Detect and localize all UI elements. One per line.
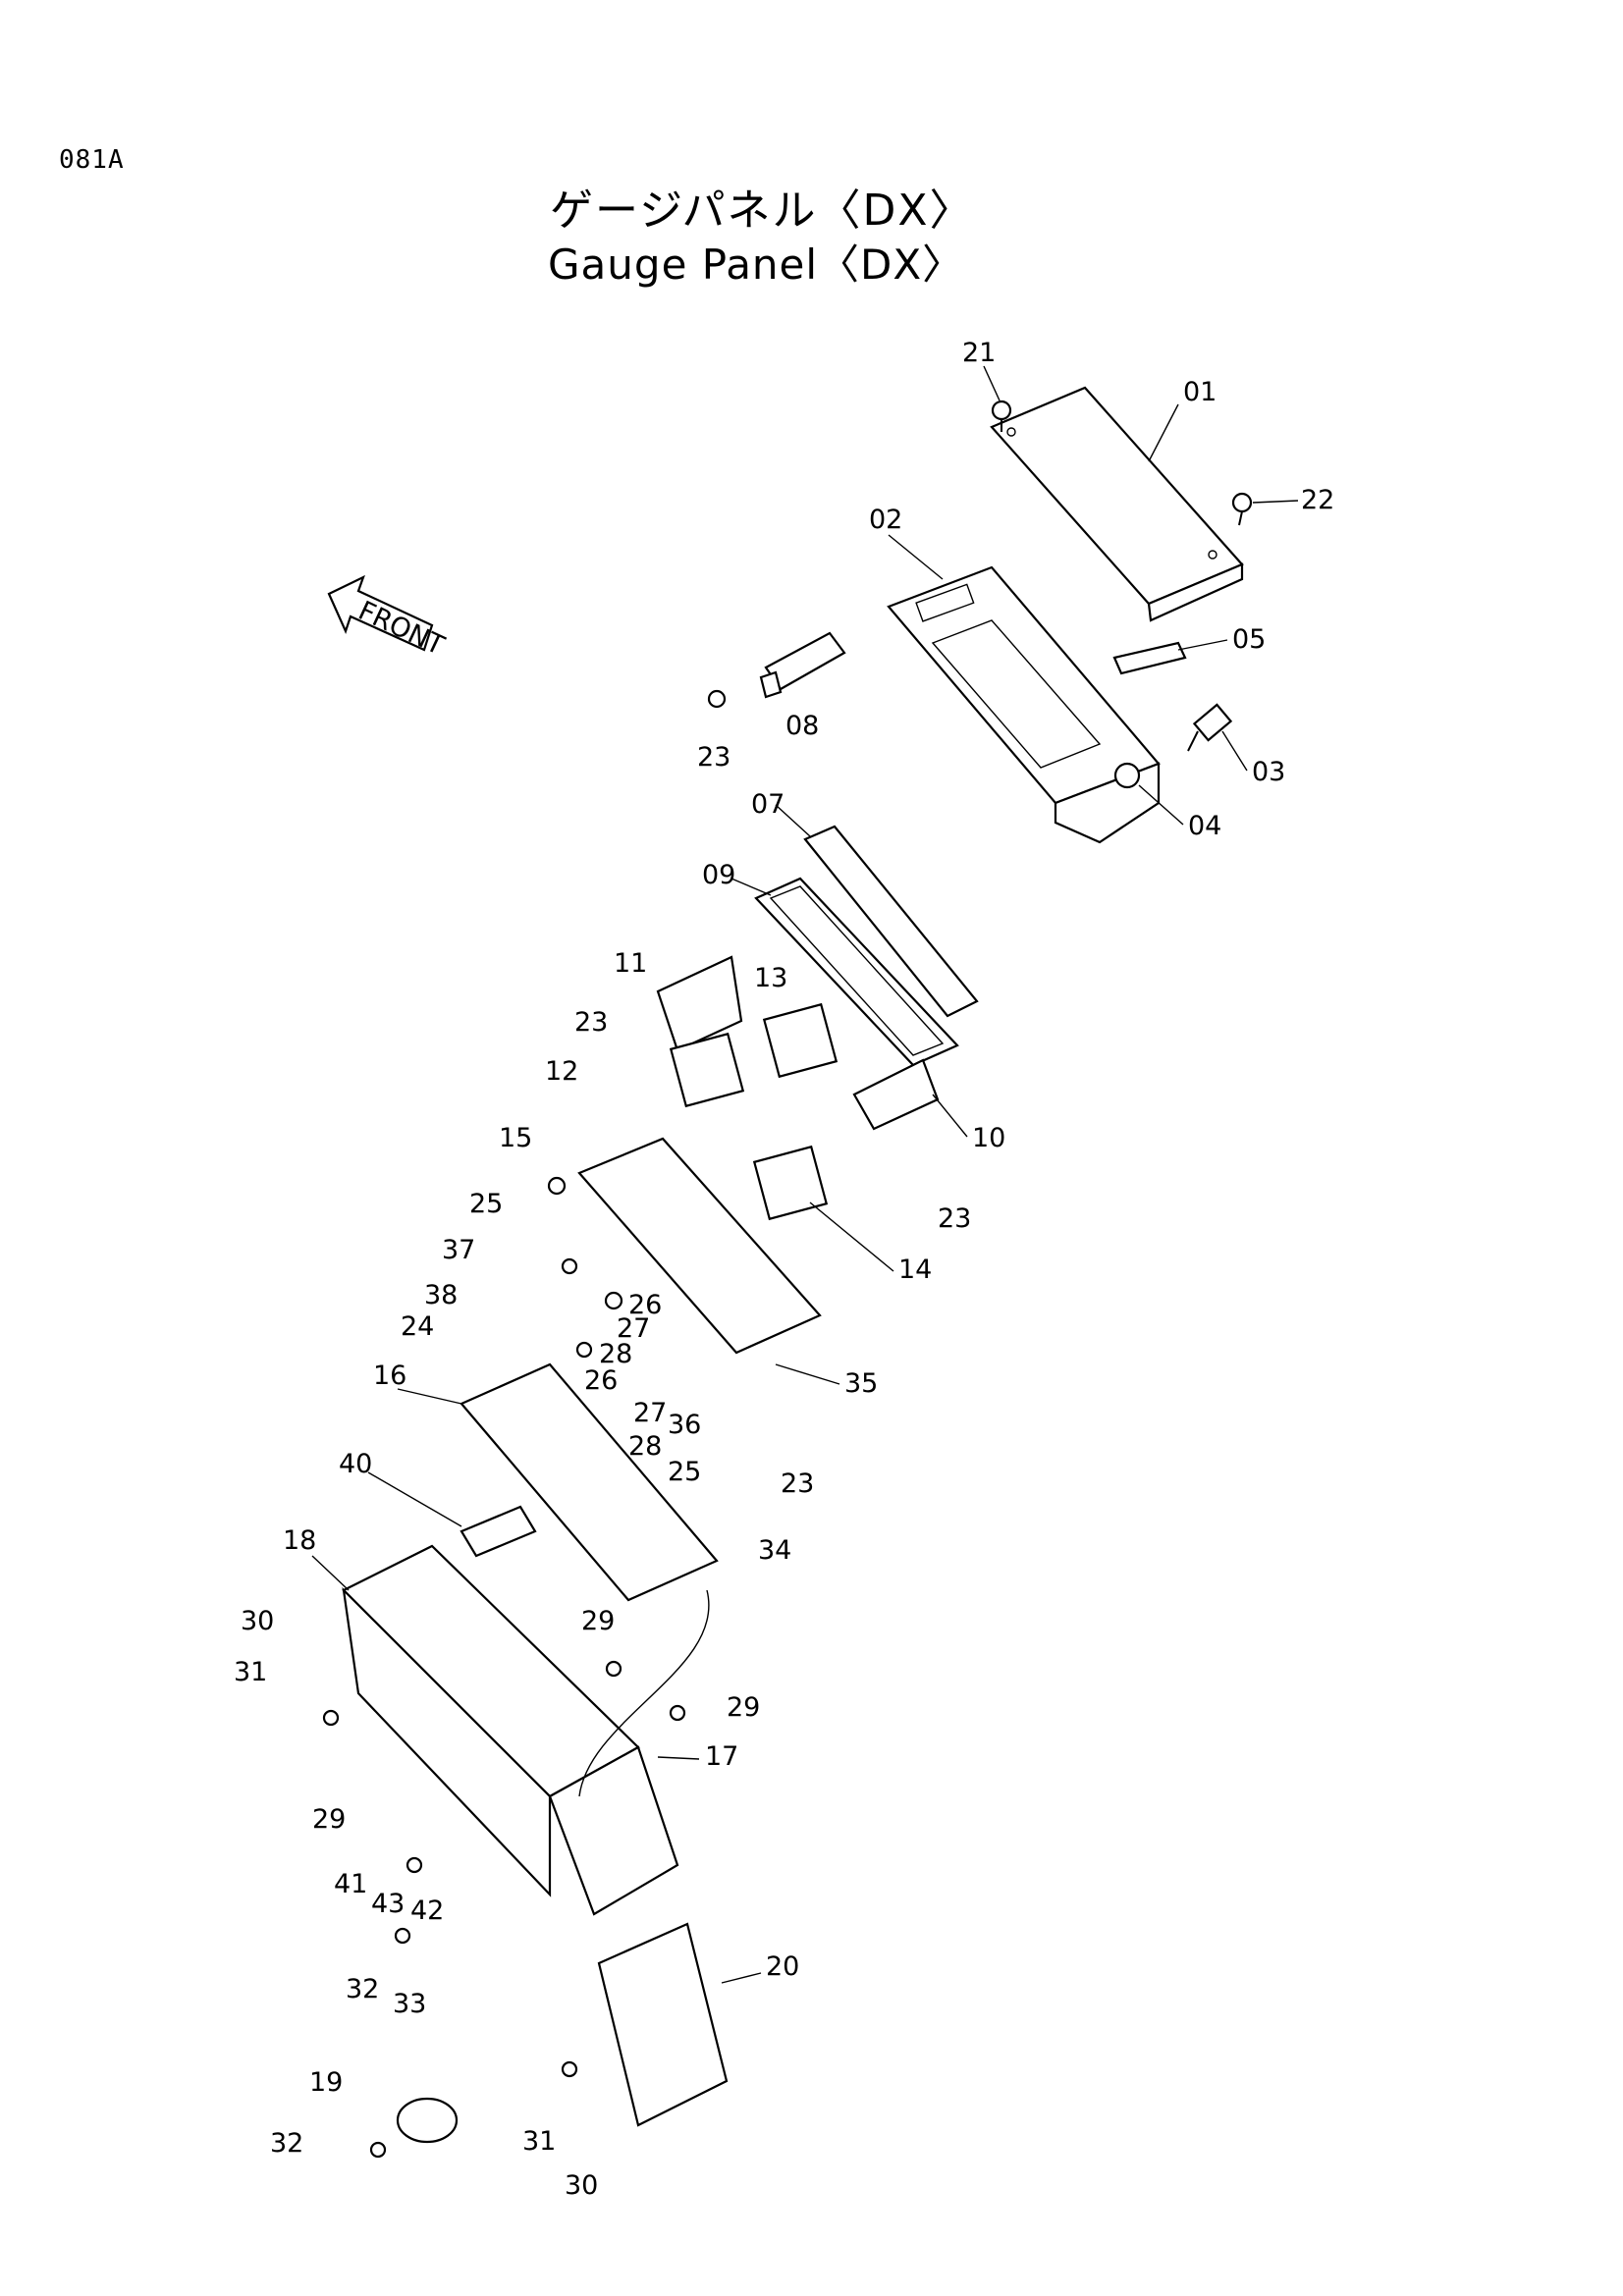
part-22-screw [1231, 492, 1253, 526]
front-arrow: FRONT [327, 574, 449, 662]
callout-13: 13 [754, 963, 787, 993]
callout-02: 02 [869, 505, 902, 535]
callout-28-a: 28 [599, 1339, 632, 1369]
callout-25-a: 25 [469, 1189, 503, 1219]
part-08-bracket [759, 631, 846, 699]
part-09-switch-housing [754, 877, 959, 1067]
callout-21: 21 [962, 338, 996, 368]
part-05-label [1112, 641, 1187, 675]
page-code: 081A [59, 145, 125, 175]
callout-33: 33 [393, 1989, 426, 2019]
title-japanese: ゲージパネル〈DX〉 [550, 186, 975, 236]
part-02-panel [887, 565, 1161, 844]
callout-10: 10 [972, 1123, 1005, 1153]
part-07-switch-strip [803, 825, 979, 1018]
callout-28-b: 28 [628, 1431, 662, 1462]
callout-29-b: 29 [727, 1692, 760, 1723]
part-18-box [342, 1544, 640, 1897]
callout-29-a: 29 [581, 1606, 615, 1636]
callout-31-b: 31 [522, 2126, 556, 2157]
callout-27-b: 27 [633, 1398, 667, 1428]
title-english: Gauge Panel〈DX〉 [548, 240, 965, 289]
part-14-gauge [752, 1145, 829, 1221]
part-11-bracket [656, 955, 743, 1052]
callout-32-b: 32 [270, 2128, 303, 2159]
callout-labels: 21 01 22 02 05 08 23 03 04 07 09 11 13 2… [234, 338, 1334, 2201]
callout-19: 19 [309, 2067, 343, 2098]
part-21-screw [991, 400, 1012, 432]
callout-42: 42 [410, 1896, 444, 1926]
part-17-bracket [548, 1745, 679, 1916]
callout-08: 08 [785, 711, 819, 741]
callout-24: 24 [401, 1311, 434, 1342]
callout-43: 43 [371, 1889, 405, 1919]
callout-12: 12 [545, 1056, 578, 1087]
part-15-plate [577, 1137, 822, 1355]
callout-20: 20 [766, 1951, 799, 1982]
part-12-gauge [669, 1032, 745, 1108]
callout-17: 17 [705, 1741, 738, 1772]
callout-30-a: 30 [241, 1606, 274, 1636]
callout-26-a: 26 [628, 1290, 662, 1320]
part-03-connector [1187, 703, 1233, 752]
part-23-screw-a [707, 689, 727, 709]
callout-07: 07 [751, 789, 784, 820]
callout-23-b: 23 [574, 1007, 608, 1038]
callout-09: 09 [702, 860, 735, 890]
callout-23-a: 23 [697, 742, 730, 773]
part-16-plate [460, 1362, 719, 1602]
callout-25-b: 25 [668, 1457, 701, 1487]
callout-22: 22 [1301, 485, 1334, 515]
wire-harness [578, 1589, 710, 1797]
callout-37: 37 [442, 1235, 475, 1265]
callout-23-d: 23 [781, 1468, 814, 1499]
part-01-cover [990, 386, 1244, 622]
part-13-gauge [762, 1002, 839, 1079]
part-10-bracket [852, 1058, 940, 1131]
callout-16: 16 [373, 1361, 406, 1391]
callout-29-c: 29 [312, 1804, 346, 1835]
callout-26-b: 26 [584, 1365, 618, 1396]
part-40-switch [460, 1505, 537, 1558]
callout-04: 04 [1188, 811, 1221, 841]
callout-11: 11 [614, 948, 647, 979]
callout-05: 05 [1232, 624, 1266, 655]
leader-lines [311, 365, 1299, 1984]
callout-34: 34 [758, 1535, 791, 1566]
callout-38: 38 [424, 1280, 458, 1310]
callout-31-a: 31 [234, 1657, 267, 1687]
callout-35: 35 [844, 1368, 878, 1399]
callout-30-b: 30 [565, 2170, 598, 2201]
front-arrow-label: FRONT [353, 596, 449, 662]
part-19-buzzer [396, 2097, 459, 2144]
callout-27-a: 27 [617, 1313, 650, 1344]
callout-41: 41 [334, 1869, 367, 1899]
small-fasteners [322, 1176, 686, 2159]
callout-36: 36 [668, 1410, 701, 1440]
callout-32-a: 32 [346, 1974, 379, 2004]
callout-18: 18 [283, 1525, 316, 1556]
callout-01: 01 [1183, 377, 1217, 407]
callout-03: 03 [1252, 757, 1285, 787]
callout-14: 14 [898, 1255, 932, 1285]
callout-23-c: 23 [938, 1203, 971, 1234]
part-20-cover [597, 1922, 729, 2127]
callout-15: 15 [499, 1123, 532, 1153]
callout-40: 40 [339, 1449, 372, 1479]
